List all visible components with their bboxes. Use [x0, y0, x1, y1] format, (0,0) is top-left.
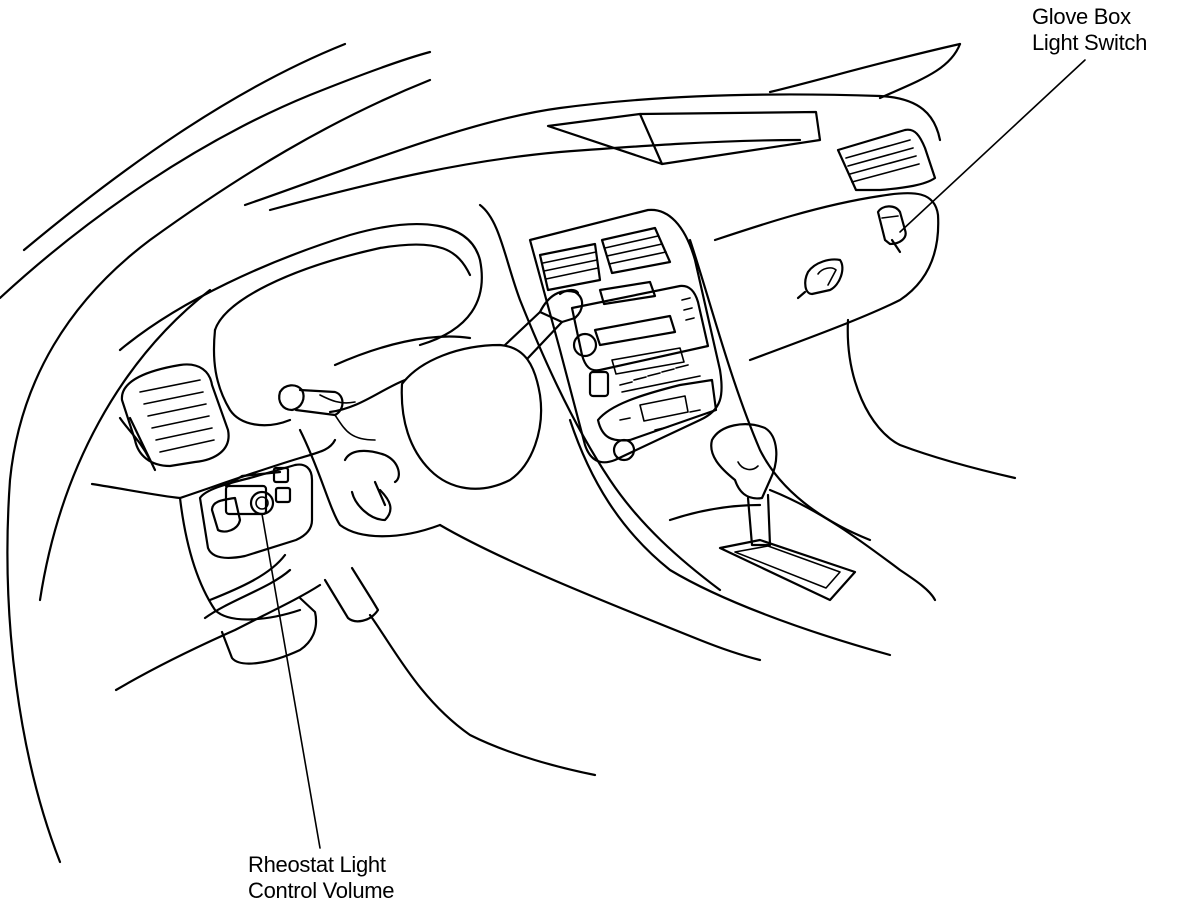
instrument-cluster — [118, 223, 483, 427]
center-console — [478, 203, 723, 592]
glove-box-light-switch-label: Glove Box Light Switch — [1032, 4, 1147, 56]
left-air-vent — [118, 363, 230, 472]
glove-box-label-line2: Light Switch — [1032, 30, 1148, 55]
steering-column — [278, 288, 584, 538]
glove-box-leader-line — [899, 59, 1086, 233]
lower-left-panel — [90, 438, 597, 777]
rheostat-leader-line — [261, 513, 321, 849]
a-pillar-lines — [0, 42, 432, 864]
passenger-dash — [713, 128, 1017, 480]
gear-shifter — [668, 423, 937, 602]
rheostat-light-control-label: Rheostat Light Control Volume — [248, 852, 395, 904]
console-sides — [438, 238, 892, 662]
dashboard-top — [243, 42, 962, 212]
rheostat-label-line2: Control Volume — [248, 878, 395, 903]
rheostat-label-line1: Rheostat Light — [248, 852, 386, 877]
glove-box-label-line1: Glove Box — [1032, 4, 1131, 29]
